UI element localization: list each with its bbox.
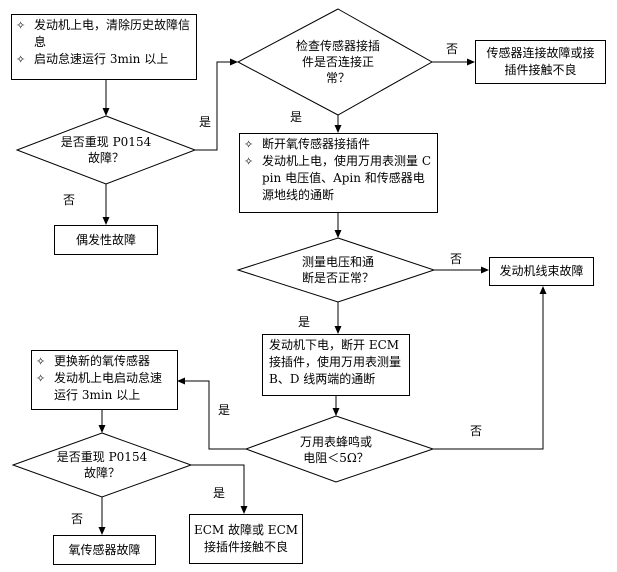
start-item: ✧发动机上电，清除历史故障信息 <box>16 18 191 49</box>
decision-d1-text: 是否重现 P0154 故障？ <box>60 135 152 165</box>
o2-sensor-fault-box: 氧传感器故障 <box>53 535 156 565</box>
label-no-d5: 否 <box>71 512 84 526</box>
decision-d2-text: 检查传感器接插 件是否连接正 常？ <box>295 39 380 85</box>
arrow-d4-replace <box>177 377 246 450</box>
bullet-icon: ✧ <box>16 19 26 32</box>
bullet-icon: ✧ <box>244 155 254 168</box>
label-no-d3: 否 <box>450 252 463 266</box>
label-yes-d2: 是 <box>290 110 303 124</box>
bullet-icon: ✧ <box>244 138 254 151</box>
harness-fault-box: 发动机线束故障 <box>489 257 594 286</box>
label-yes-d5: 是 <box>213 486 226 500</box>
label-no-d2: 否 <box>446 42 459 56</box>
label-yes-d4: 是 <box>218 403 231 417</box>
intermittent-fault-box: 偶发性故障 <box>54 225 158 255</box>
label-yes-d1: 是 <box>199 115 212 129</box>
decision-d4-text: 万用表蜂鸣或 电阻＜5Ω？ <box>299 435 372 465</box>
arrow-d1-d2 <box>195 58 238 151</box>
replace-box: ✧更换新的氧传感器 ✧发动机上电启动怠速运行 3min 以上 <box>31 350 178 410</box>
measure-item: ✧断开氧传感器接插件 <box>244 137 371 151</box>
bullet-icon: ✧ <box>36 372 46 385</box>
bullet-icon: ✧ <box>16 53 26 66</box>
decision-d4-shape <box>244 415 435 483</box>
start-item: ✧启动怠速运行 3min 以上 <box>16 52 169 66</box>
decision-d5-text: 是否重现 P0154 故障？ <box>56 450 148 480</box>
replace-item: ✧发动机上电启动怠速运行 3min 以上 <box>36 371 163 402</box>
label-yes-d3: 是 <box>298 315 311 329</box>
replace-item: ✧更换新的氧传感器 <box>36 354 151 368</box>
arrow-d4-harness <box>433 286 547 450</box>
label-no-d4: 否 <box>470 424 483 438</box>
label-no-d1: 否 <box>63 193 76 207</box>
measure-item: ✧发动机上电，使用万用表测量 C pin 电压值、Apin 和传感器电源地线的通… <box>244 154 431 202</box>
arrow-d5-ecmfault <box>191 464 248 514</box>
measure-box: ✧断开氧传感器接插件 ✧发动机上电，使用万用表测量 C pin 电压值、Apin… <box>239 133 438 213</box>
bullet-icon: ✧ <box>36 355 46 368</box>
connection-fault-box: 传感器连接故障或接 插件接触不良 <box>475 40 606 84</box>
ecm-check-box: 发动机下电，断开 ECM 接插件，使用万用表测量 B、D 线两端的通断 <box>262 334 410 396</box>
start-box: ✧发动机上电，清除历史故障信息 ✧启动怠速运行 3min 以上 <box>11 14 197 80</box>
ecm-fault-box: ECM 故障或 ECM 接插件接触不良 <box>189 514 303 564</box>
decision-d3-text: 测量电压和通 断是否正常？ <box>301 255 374 285</box>
